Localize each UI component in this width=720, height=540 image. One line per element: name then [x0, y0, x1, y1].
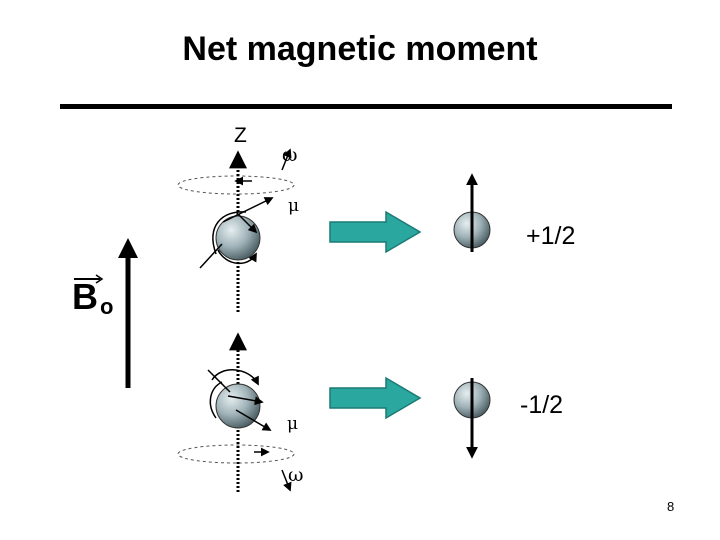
- omega-label-bottom: ω: [288, 464, 304, 486]
- mu-vector-top: [222, 197, 274, 223]
- field-subscript: o: [100, 294, 114, 319]
- spin-up-label: +1/2: [526, 222, 576, 250]
- precessing-proton-up: [177, 148, 295, 312]
- spin-down-state: [453, 378, 491, 459]
- precession-orbit-bottom: [177, 444, 295, 464]
- spin-down-label: -1/2: [520, 391, 564, 419]
- spin-up-state: [453, 173, 491, 252]
- slide-title: Net magnetic moment: [182, 30, 538, 68]
- vector-bar-tip: [95, 274, 104, 284]
- title-divider: [60, 104, 672, 109]
- precession-orbit-top: [177, 175, 295, 195]
- mu-label-top: μ: [288, 196, 300, 216]
- proton-sphere-bottom: [215, 383, 261, 429]
- mu-label-bottom: μ: [287, 414, 299, 434]
- page-number: 8: [667, 499, 675, 514]
- transition-arrow-top: [329, 210, 422, 254]
- precessing-proton-down: [177, 332, 295, 492]
- omega-label-top: ω: [282, 144, 298, 166]
- field-label: B: [72, 276, 98, 317]
- proton-sphere-top: [215, 215, 261, 261]
- z-axis-label: Z: [234, 124, 247, 147]
- mu-vector-bottom: [235, 409, 272, 431]
- transition-arrow-bottom: [329, 376, 422, 420]
